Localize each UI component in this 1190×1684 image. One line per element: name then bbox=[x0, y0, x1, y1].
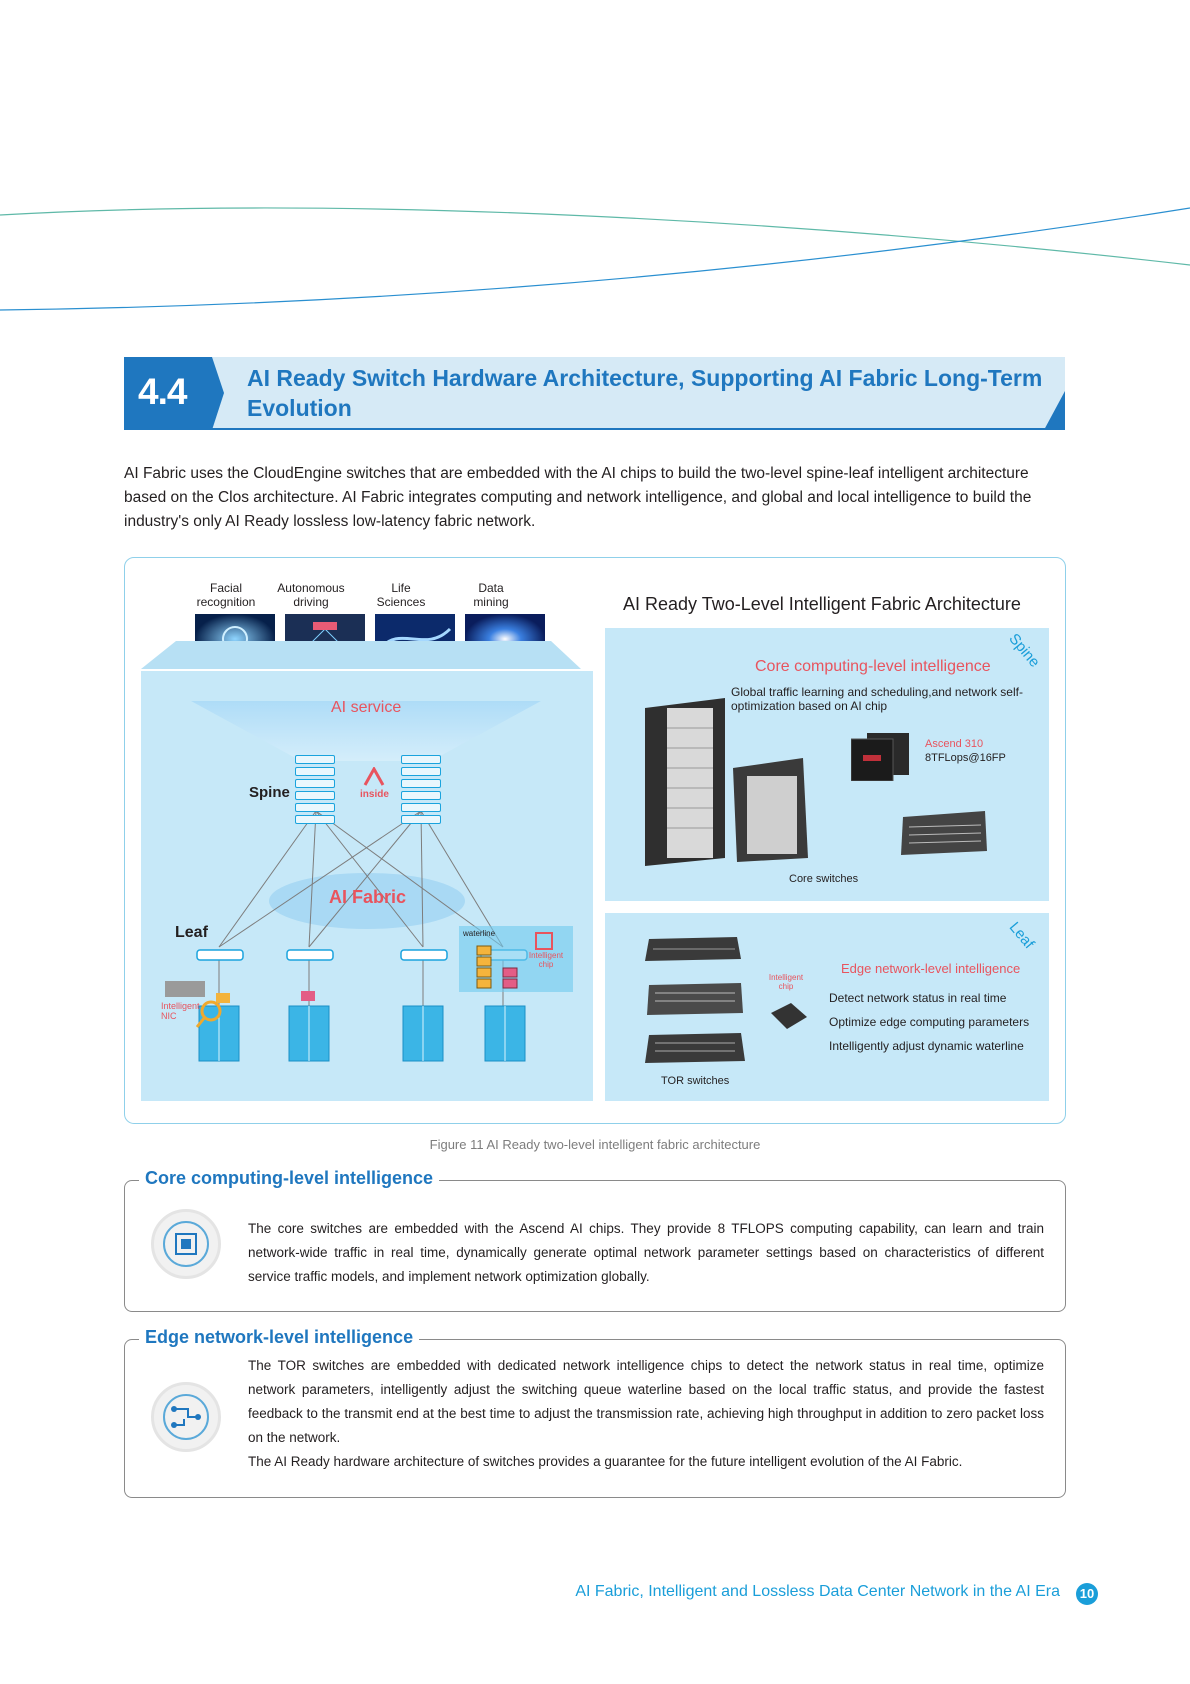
edge-info-text: The TOR switches are embedded with dedic… bbox=[248, 1358, 1044, 1445]
service-label-life: Life Sciences bbox=[376, 581, 426, 609]
section-number-shape bbox=[124, 357, 224, 430]
ascend-logo-icon bbox=[363, 767, 385, 786]
core-intelligence-desc: Global traffic learning and scheduling,a… bbox=[731, 685, 1023, 713]
spine-switch-left bbox=[295, 755, 335, 827]
edge-item-2: Optimize edge computing parameters bbox=[829, 1015, 1030, 1029]
corner-accent bbox=[1044, 391, 1065, 430]
ascend-label: Ascend 310 bbox=[925, 738, 984, 750]
tor-switches-label: TOR switches bbox=[661, 1075, 730, 1087]
inside-label: inside bbox=[360, 789, 389, 800]
edge-panel: Leaf Intelligent chip Edge network-level… bbox=[605, 913, 1049, 1101]
core-switch-rack-image bbox=[901, 811, 987, 855]
tflops-label: 8TFLops@16FP bbox=[925, 752, 1006, 764]
core-info-title: Core computing-level intelligence bbox=[139, 1168, 440, 1189]
footer-title: AI Fabric, Intelligent and Lossless Data… bbox=[575, 1583, 1060, 1600]
spine-tag: Spine bbox=[1005, 630, 1044, 671]
leaf-label: Leaf bbox=[175, 924, 208, 941]
circuit-icon bbox=[151, 1382, 221, 1452]
service-funnel bbox=[141, 641, 581, 669]
chip-icon-graphic bbox=[163, 1221, 209, 1267]
service-label-autonomous: Autonomous driving bbox=[277, 581, 345, 609]
section-number: 4.4 bbox=[138, 371, 187, 412]
section-title: AI Ready Switch Hardware Architecture, S… bbox=[247, 365, 1043, 421]
section-title-bar bbox=[209, 357, 1065, 430]
spine-label: Spine bbox=[249, 784, 290, 801]
edge-info-text-2: The AI Ready hardware architecture of sw… bbox=[248, 1454, 963, 1469]
core-switches-label: Core switches bbox=[789, 873, 859, 885]
edge-intelligence-title: Edge network-level intelligence bbox=[841, 961, 1021, 976]
left-network-panel: AI service Spine inside AI Fabric Leaf w… bbox=[141, 671, 593, 1101]
ai-fabric-label: AI Fabric bbox=[329, 887, 407, 907]
edge-info-box: Edge network-level intelligence The TOR … bbox=[124, 1327, 1066, 1498]
edge-info-title: Edge network-level intelligence bbox=[139, 1327, 420, 1348]
architecture-title: AI Ready Two-Level Intelligent Fabric Ar… bbox=[623, 594, 1021, 614]
intro-paragraph: AI Fabric uses the CloudEngine switches … bbox=[124, 465, 1032, 530]
architecture-figure: Facial recognition Autonomous driving Li… bbox=[124, 557, 1066, 1124]
ai-service-label: AI service bbox=[331, 699, 402, 716]
core-info-box: Core computing-level intelligence The co… bbox=[124, 1168, 1066, 1312]
spine-switch-right bbox=[401, 755, 441, 827]
waterline-label: waterline bbox=[463, 929, 496, 938]
intelligent-chip-label: Intelligent chip bbox=[528, 951, 564, 969]
network-diagram bbox=[165, 701, 573, 1062]
page-number: 10 bbox=[1076, 1583, 1098, 1605]
intelligent-chip-image bbox=[771, 1003, 807, 1029]
core-intelligence-title: Core computing-level intelligence bbox=[755, 658, 991, 675]
section-header: 4.4 AI Ready Switch Hardware Architectur… bbox=[124, 357, 1065, 430]
core-info-text: The core switches are embedded with the … bbox=[248, 1221, 1044, 1284]
decorative-curves bbox=[0, 207, 1190, 311]
core-switch-large-image bbox=[645, 698, 725, 866]
service-label-data: Data mining bbox=[473, 581, 509, 609]
leaf-tag: Leaf bbox=[1005, 918, 1038, 953]
core-panel: Spine Core computing-level intelligence … bbox=[605, 628, 1049, 901]
service-label-facial: Facial recognition bbox=[196, 581, 256, 609]
chip-icon bbox=[151, 1209, 221, 1279]
edge-item-1: Detect network status in real time bbox=[829, 991, 1007, 1005]
figure-caption: Figure 11 AI Ready two-level intelligent… bbox=[429, 1137, 761, 1152]
intelligent-nic-label: Intelligent NIC bbox=[161, 1001, 200, 1021]
circuit-icon-graphic bbox=[163, 1394, 209, 1440]
edge-item-3: Intelligently adjust dynamic waterline bbox=[829, 1039, 1024, 1053]
tor-switches-image bbox=[645, 937, 745, 1063]
core-switch-small-image bbox=[733, 758, 808, 862]
ascend-chip-image bbox=[851, 733, 909, 781]
edge-chip-label: Intelligent chip bbox=[768, 973, 804, 991]
